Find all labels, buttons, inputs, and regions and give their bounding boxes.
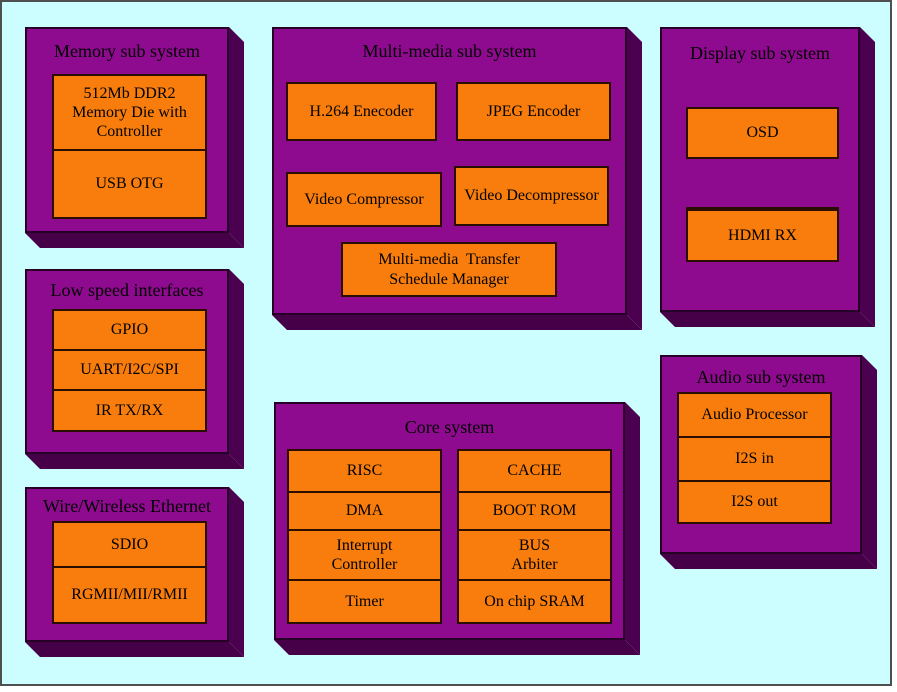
low-speed-box-front-face: Low speed interfaces GPIO UART/I2C/SPI I…: [25, 269, 229, 454]
memory-box-front-face: Memory sub system 512Mb DDR2 Memory Die …: [25, 27, 229, 233]
sdio-block: SDIO: [54, 523, 205, 568]
on-chip-sram-block: On chip SRAM: [484, 592, 585, 610]
memory-subsystem-box: Memory sub system 512Mb DDR2 Memory Die …: [25, 27, 229, 233]
gpio-block: GPIO: [54, 311, 205, 351]
uart-i2c-spi-block: UART/I2C/SPI: [54, 351, 205, 391]
multimedia-box-right-face: [627, 27, 642, 330]
low-speed-interfaces-title: Low speed interfaces: [50, 280, 204, 300]
i2s-in-block: I2S in: [679, 438, 830, 482]
timer-block: Timer: [345, 592, 384, 610]
low-speed-box-right-face: [229, 269, 244, 469]
core-box-bottom-face: [274, 640, 640, 655]
hdmi-rx-block: HDMI RX: [686, 207, 839, 262]
audio-subsystem-box: Audio sub system Audio Processor I2S in …: [660, 355, 862, 554]
display-box-right-face: [860, 27, 875, 327]
i2s-out-block: I2S out: [731, 493, 778, 511]
risc-block: RISC: [289, 451, 440, 493]
multimedia-subsystem-box: Multi-media sub system H.264 Enecoder JP…: [272, 27, 627, 315]
display-box-front-face: Display sub system OSD HDMI RX: [660, 27, 860, 312]
memory-box-right-face: [229, 27, 244, 248]
display-subsystem-title: Display sub system: [689, 43, 830, 63]
audio-subsystem-title: Audio sub system: [696, 367, 826, 387]
audio-box-right-face: [862, 355, 877, 569]
ethernet-title: Wire/Wireless Ethernet: [43, 496, 211, 516]
rgmii-mii-rmii-block: RGMII/MII/RMII: [71, 586, 188, 604]
core-left-block-stack: RISC DMA Interrupt Controller Timer: [287, 449, 442, 624]
audio-box-bottom-face: [660, 554, 877, 569]
ethernet-box-bottom-face: [25, 642, 244, 657]
memory-box-bottom-face: [25, 233, 244, 248]
core-box-right-face: [625, 402, 640, 655]
cache-block: CACHE: [459, 451, 610, 493]
memory-subsystem-title: Memory sub system: [54, 41, 200, 61]
multimedia-subsystem-title: Multi-media sub system: [362, 41, 537, 61]
boot-rom-block: BOOT ROM: [459, 493, 610, 531]
ethernet-block-stack: SDIO RGMII/MII/RMII: [52, 521, 207, 624]
bus-arbiter-block: BUS Arbiter: [459, 531, 610, 581]
core-system-title: Core system: [404, 417, 495, 437]
low-speed-interfaces-box: Low speed interfaces GPIO UART/I2C/SPI I…: [25, 269, 229, 454]
osd-block: OSD: [686, 107, 839, 159]
h264-encoder-block: H.264 Enecoder: [286, 82, 437, 141]
ethernet-box: Wire/Wireless Ethernet SDIO RGMII/MII/RM…: [25, 487, 229, 642]
audio-box-front-face: Audio sub system Audio Processor I2S in …: [660, 355, 862, 554]
low-speed-block-stack: GPIO UART/I2C/SPI IR TX/RX: [52, 309, 207, 432]
multimedia-transfer-manager-block: Multi-media Transfer Schedule Manager: [341, 242, 557, 297]
video-compressor-block: Video Compressor: [286, 172, 442, 227]
ir-tx-rx-block: IR TX/RX: [95, 401, 164, 419]
audio-processor-block: Audio Processor: [679, 394, 830, 438]
memory-block-stack: 512Mb DDR2 Memory Die with Controller US…: [52, 74, 207, 219]
usb-otg-block: USB OTG: [95, 175, 164, 193]
ddr2-memory-block: 512Mb DDR2 Memory Die with Controller: [54, 76, 205, 151]
core-system-box: Core system RISC DMA Interrupt Controlle…: [274, 402, 625, 640]
jpeg-encoder-block: JPEG Encoder: [456, 82, 611, 141]
low-speed-box-bottom-face: [25, 454, 244, 469]
video-decompressor-block: Video Decompressor: [454, 166, 609, 226]
display-box-bottom-face: [660, 312, 875, 327]
dma-block: DMA: [289, 493, 440, 531]
interrupt-controller-block: Interrupt Controller: [289, 531, 440, 581]
display-subsystem-box: Display sub system OSD HDMI RX: [660, 27, 860, 312]
ethernet-box-front-face: Wire/Wireless Ethernet SDIO RGMII/MII/RM…: [25, 487, 229, 642]
multimedia-box-bottom-face: [272, 315, 642, 330]
ethernet-box-right-face: [229, 487, 244, 657]
core-right-block-stack: CACHE BOOT ROM BUS Arbiter On chip SRAM: [457, 449, 612, 624]
core-box-front-face: Core system RISC DMA Interrupt Controlle…: [274, 402, 625, 640]
audio-block-stack: Audio Processor I2S in I2S out: [677, 392, 832, 524]
multimedia-box-front-face: Multi-media sub system H.264 Enecoder JP…: [272, 27, 627, 315]
